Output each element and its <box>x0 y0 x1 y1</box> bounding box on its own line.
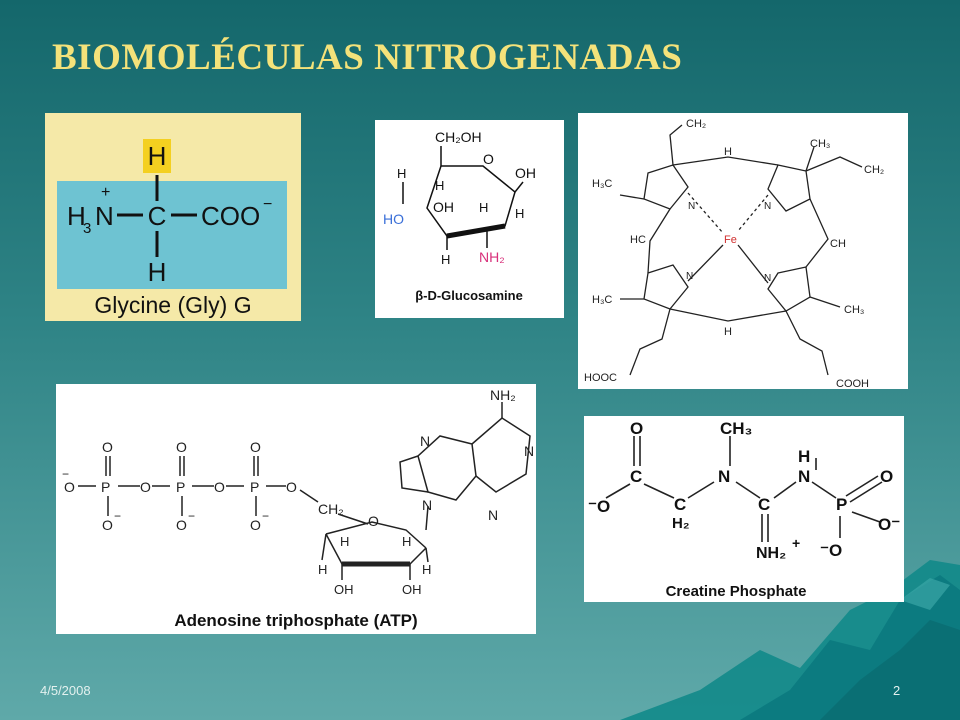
creatine-nh2: NH₂ <box>756 545 786 562</box>
heme-h3c-left: H₃C <box>592 178 612 190</box>
creatine-c3: C <box>758 495 770 514</box>
glycine-h-top: H <box>148 141 167 171</box>
glycine-structure: H H 3 N + C COO − H Glycine (Gly) G <box>45 113 301 321</box>
glucosamine-structure: CH₂OH O OH H H HO H OH H H NH₂ β-D-Gluco… <box>375 120 564 318</box>
atp-o-bot2: O <box>176 517 187 533</box>
glucosamine-ch2oh: CH₂OH <box>435 129 482 145</box>
glucosamine-oh-right: OH <box>515 165 536 181</box>
creatine-n2: N <box>798 467 810 486</box>
atp-minus-2: − <box>188 509 195 523</box>
atp-p1: P <box>101 479 110 495</box>
glucosamine-nh2: NH₂ <box>479 249 505 265</box>
creatine-c2: C <box>674 495 686 514</box>
glucosamine-h-c4: H <box>435 178 444 193</box>
creatine-ch3: CH₃ <box>720 419 752 438</box>
atp-h2: H <box>402 534 411 549</box>
atp-o-b1: O <box>140 479 151 495</box>
atp-o-b2: O <box>214 479 225 495</box>
atp-o-b3: O <box>286 479 297 495</box>
atp-nh2: NH₂ <box>490 387 516 403</box>
heme-ch-right: CH <box>830 238 846 250</box>
glucosamine-h-l: H <box>397 166 406 181</box>
heme-h3c-left2: H₃C <box>592 294 612 306</box>
glycine-h-bottom: H <box>148 257 167 287</box>
heme-n4: N <box>764 273 771 284</box>
slide-title: BIOMOLÉCULAS NITROGENADAS <box>52 37 683 78</box>
creatine-o-top: O <box>630 419 643 438</box>
glucosamine-h-c2: H <box>479 200 488 215</box>
atp-minus-1: − <box>114 509 121 523</box>
atp-n3: N <box>488 507 498 523</box>
atp-caption: Adenosine triphosphate (ATP) <box>174 611 417 630</box>
atp-h1: H <box>340 534 349 549</box>
atp-n9: N <box>422 497 432 513</box>
glycine-carboxyl: COO <box>201 201 260 231</box>
creatine-n1: N <box>718 467 730 486</box>
heme-structure: CH₂ CH₂ CH₃ H₃C H₃C CH₃ HC CH H H Fe N N… <box>578 113 908 389</box>
creatine-o-minus-left: ⁻O <box>588 497 610 516</box>
heme-ch2-right: CH₂ <box>864 164 884 176</box>
creatine-h2: H₂ <box>672 515 690 532</box>
heme-n2: N <box>764 201 771 212</box>
heme-hc-left: HC <box>630 234 646 246</box>
atp-p2: P <box>176 479 185 495</box>
heme-h-top: H <box>724 146 732 158</box>
atp-h4: H <box>422 562 431 577</box>
heme-n3: N <box>686 271 693 282</box>
atp-h3: H <box>318 562 327 577</box>
glucosamine-h-c3: H <box>441 252 450 267</box>
creatine-p: P <box>836 495 847 514</box>
atp-n7: N <box>420 433 430 449</box>
creatine-h: H <box>798 447 810 466</box>
glycine-amino-h: H <box>67 201 86 231</box>
heme-ch3-top: CH₃ <box>810 138 830 150</box>
heme-hooc: HOOC <box>584 372 617 384</box>
heme-ch2-top: CH₂ <box>686 118 706 130</box>
glucosamine-oh-bottom: OH <box>433 199 454 215</box>
atp-p3: P <box>250 479 259 495</box>
creatine-caption: Creatine Phosphate <box>666 583 807 600</box>
glucosamine-ring-o: O <box>483 151 494 167</box>
glucosamine-caption: β-D-Glucosamine <box>415 288 523 303</box>
glycine-carboxyl-charge: − <box>263 196 272 213</box>
heme-n1: N <box>688 201 695 212</box>
footer-date: 4/5/2008 <box>40 683 91 698</box>
atp-minus-3: − <box>262 509 269 523</box>
atp-ring-o: O <box>368 513 379 529</box>
atp-o-top1: O <box>102 439 113 455</box>
atp-o-top2: O <box>176 439 187 455</box>
heme-ch3-right: CH₃ <box>844 304 864 316</box>
atp-oh1: OH <box>334 582 354 597</box>
heme-cooh: COOH <box>836 378 869 389</box>
glucosamine-ho: HO <box>383 211 404 227</box>
atp-ch2: CH₂ <box>318 501 344 517</box>
atp-o-bot3: O <box>250 517 261 533</box>
atp-o-bot1: O <box>102 517 113 533</box>
glycine-amino-sub: 3 <box>83 220 91 237</box>
glycine-amino-n: N <box>95 201 114 231</box>
creatine-o-minus-right: O⁻ <box>878 515 900 534</box>
atp-n1: N <box>524 443 534 459</box>
glucosamine-h-r: H <box>515 206 524 221</box>
heme-fe: Fe <box>724 234 737 246</box>
atp-o-left: O <box>64 479 75 495</box>
creatine-c1: C <box>630 467 642 486</box>
creatine-o-minus-bottom: ⁻O <box>820 541 842 560</box>
atp-o-top3: O <box>250 439 261 455</box>
atp-oh2: OH <box>402 582 422 597</box>
glycine-carbon: C <box>148 201 167 231</box>
atp-structure: O − P O P O P O O O O O O O − − − CH₂ O … <box>56 384 536 634</box>
glycine-caption: Glycine (Gly) G <box>94 292 251 318</box>
creatine-phosphate-structure: O CH₃ C ⁻O C H₂ N C N H P O O⁻ ⁻O NH₂ + … <box>584 416 904 602</box>
page-number: 2 <box>893 683 901 698</box>
creatine-plus: + <box>792 535 800 551</box>
atp-minus-left: − <box>62 467 69 481</box>
glycine-amino-charge: + <box>101 184 110 201</box>
heme-h-bottom: H <box>724 326 732 338</box>
creatine-o-right: O <box>880 467 893 486</box>
